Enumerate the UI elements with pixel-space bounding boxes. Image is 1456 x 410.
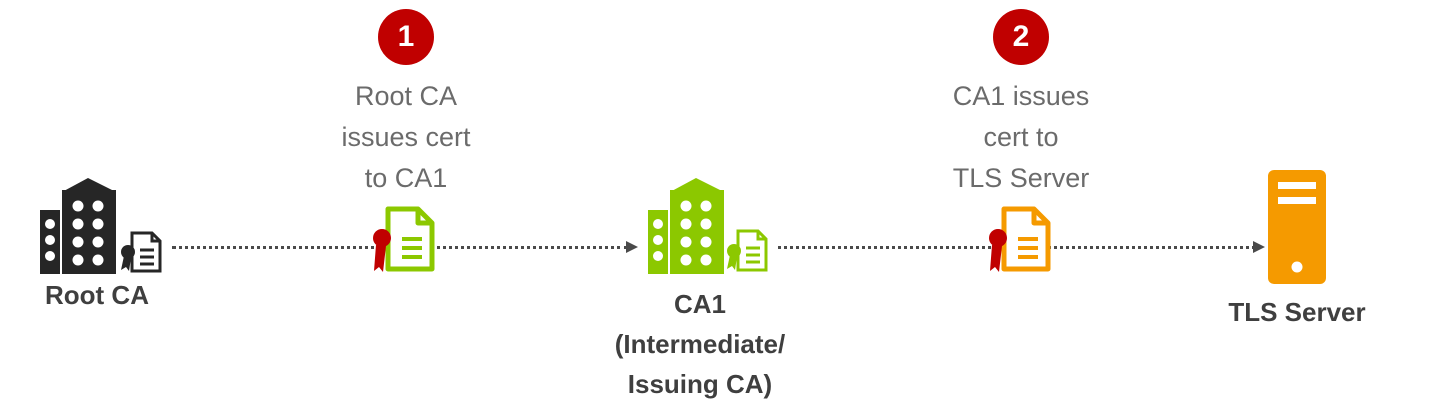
- ca1-label: CA1 (Intermediate/ Issuing CA): [614, 289, 786, 399]
- tls-server-label: TLS Server: [1228, 297, 1366, 327]
- step-1-badge: 1: [378, 9, 434, 65]
- step-2-badge: 2: [993, 9, 1049, 65]
- certificate-2-icon: [982, 205, 1054, 275]
- certificate-1-icon: [366, 205, 438, 275]
- ca1-small-cert-icon: [724, 228, 770, 274]
- step-1-text: Root CA issues cert to CA1: [341, 81, 471, 193]
- ca1-building-icon: [646, 178, 738, 274]
- tls-server-icon: [1268, 170, 1326, 284]
- step-2-text: CA1 issues cert to TLS Server: [952, 81, 1090, 193]
- root-ca-small-cert-icon: [118, 230, 164, 274]
- root-ca-building-icon: [38, 178, 130, 274]
- root-ca-label: Root CA: [45, 280, 149, 310]
